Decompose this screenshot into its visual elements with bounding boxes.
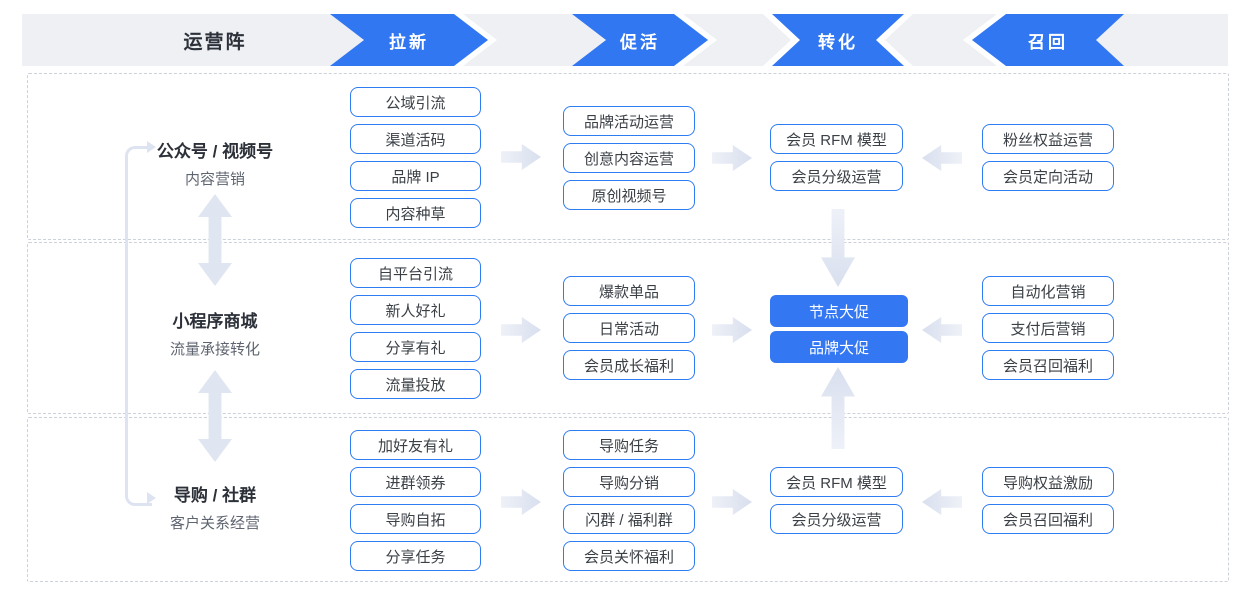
node-box: 品牌 IP bbox=[350, 161, 481, 191]
row-label-1: 公众号 / 视频号 内容营销 bbox=[130, 137, 300, 189]
node-box: 支付后营销 bbox=[982, 313, 1114, 343]
node-box: 品牌活动运营 bbox=[563, 106, 695, 136]
row-subtitle: 客户关系经营 bbox=[169, 515, 260, 532]
highlight-node-box: 节点大促 bbox=[770, 295, 908, 327]
node-box: 会员分级运营 bbox=[770, 504, 903, 534]
connector-arrowhead-right-icon bbox=[147, 141, 156, 153]
node-box: 日常活动 bbox=[563, 313, 695, 343]
node-box: 会员 RFM 模型 bbox=[770, 124, 903, 154]
stage-label: 召回 bbox=[1028, 32, 1068, 52]
node-box: 进群领券 bbox=[350, 467, 481, 497]
rows-1-3-connector-line bbox=[125, 146, 152, 506]
row-section-official-account bbox=[27, 73, 1229, 240]
node-box: 流量投放 bbox=[350, 369, 481, 399]
row-section-guide-community bbox=[27, 417, 1229, 582]
node-box: 会员召回福利 bbox=[982, 350, 1114, 380]
row-title: 导购 / 社群 bbox=[173, 486, 257, 505]
node-box: 渠道活码 bbox=[350, 124, 481, 154]
row-title: 小程序商城 bbox=[172, 312, 258, 331]
node-box: 分享有礼 bbox=[350, 332, 481, 362]
row-label-3: 导购 / 社群 客户关系经营 bbox=[130, 481, 300, 533]
node-box: 公域引流 bbox=[350, 87, 481, 117]
node-box: 导购分销 bbox=[563, 467, 695, 497]
stage-banner-acquisition: 拉新 bbox=[330, 14, 488, 66]
node-box: 内容种草 bbox=[350, 198, 481, 228]
node-box: 会员定向活动 bbox=[982, 161, 1114, 191]
row-section-mini-program bbox=[27, 242, 1229, 414]
node-box: 导购自拓 bbox=[350, 504, 481, 534]
node-box: 分享任务 bbox=[350, 541, 481, 571]
stage-banner-recall: 召回 bbox=[972, 14, 1124, 66]
row-label-2: 小程序商城 流量承接转化 bbox=[130, 307, 300, 359]
node-box: 会员关怀福利 bbox=[563, 541, 695, 571]
highlight-node-box: 品牌大促 bbox=[770, 331, 908, 363]
node-box: 创意内容运营 bbox=[563, 143, 695, 173]
node-box: 导购权益激励 bbox=[982, 467, 1114, 497]
node-box: 加好友有礼 bbox=[350, 430, 481, 460]
node-box: 自动化营销 bbox=[982, 276, 1114, 306]
node-box: 新人好礼 bbox=[350, 295, 481, 325]
node-box: 爆款单品 bbox=[563, 276, 695, 306]
stage-banner-conversion: 转化 bbox=[772, 14, 904, 66]
row-title: 公众号 / 视频号 bbox=[156, 142, 274, 161]
node-box: 原创视频号 bbox=[563, 180, 695, 210]
node-box: 会员成长福利 bbox=[563, 350, 695, 380]
connector-arrowhead-right-icon bbox=[147, 492, 156, 504]
stage-banner-activation: 促活 bbox=[572, 14, 708, 66]
node-box: 粉丝权益运营 bbox=[982, 124, 1114, 154]
row-subtitle: 内容营销 bbox=[184, 171, 245, 188]
node-box: 会员分级运营 bbox=[770, 161, 903, 191]
row-subtitle: 流量承接转化 bbox=[169, 341, 260, 358]
node-box: 会员召回福利 bbox=[982, 504, 1114, 534]
node-box: 导购任务 bbox=[563, 430, 695, 460]
matrix-header-label: 运营阵 bbox=[183, 31, 247, 53]
stage-label: 拉新 bbox=[389, 32, 429, 52]
node-box: 自平台引流 bbox=[350, 258, 481, 288]
node-box: 闪群 / 福利群 bbox=[563, 504, 695, 534]
stage-label: 促活 bbox=[620, 32, 660, 52]
node-box: 会员 RFM 模型 bbox=[770, 467, 903, 497]
stage-label: 转化 bbox=[818, 32, 858, 52]
